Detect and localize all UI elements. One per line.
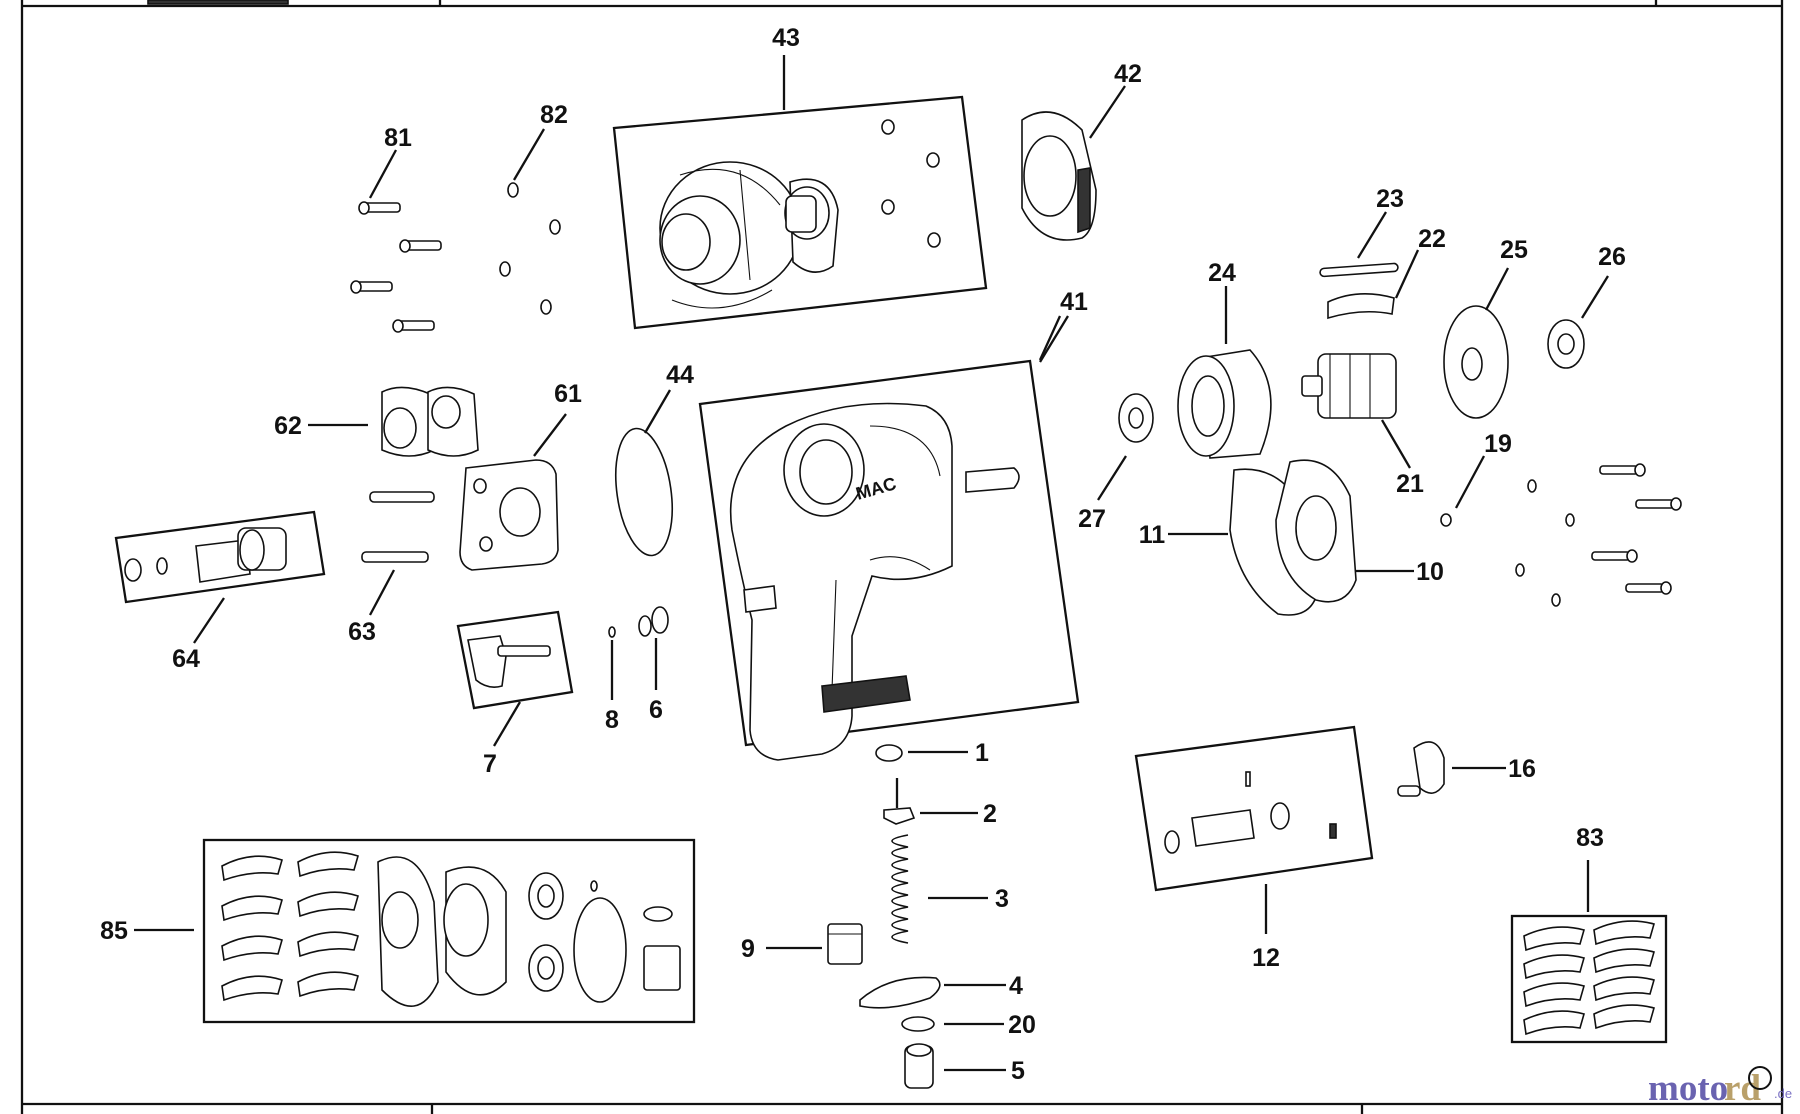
part-85-service-kit	[202, 838, 696, 1024]
part-42-back-plate	[1021, 111, 1097, 241]
callout-16: 16	[1508, 755, 1536, 783]
callout-43: 43	[772, 24, 800, 52]
callout-24: 24	[1208, 259, 1236, 287]
callout-64: 64	[172, 645, 200, 673]
part-21-rotor	[1301, 353, 1397, 419]
part-10-rear-cover	[1275, 459, 1357, 603]
part-5-inlet-bushing	[904, 1043, 934, 1089]
callout-19: 19	[1484, 430, 1512, 458]
part-19-plug	[1440, 513, 1452, 527]
callout-11: 11	[1139, 521, 1166, 549]
part-8-seal	[608, 626, 616, 638]
callout-23: 23	[1376, 185, 1404, 213]
part-43-housing-kit	[612, 95, 988, 330]
right-screws-washers	[1515, 463, 1682, 607]
part-12-reverse-valve-kit	[1134, 725, 1374, 892]
watermark-part1: moto	[1648, 1068, 1728, 1109]
callout-21: 21	[1396, 470, 1424, 498]
callout-22: 22	[1418, 225, 1446, 253]
part-82-washers	[499, 182, 561, 315]
callout-44: 44	[666, 361, 694, 389]
callout-12: 12	[1252, 944, 1280, 972]
callout-10: 10	[1416, 558, 1444, 586]
callout-27: 27	[1078, 505, 1106, 533]
callout-4: 4	[1009, 972, 1023, 1000]
part-20-o-ring	[901, 1016, 935, 1032]
callout-1: 1	[975, 739, 989, 767]
part-4-deflector	[859, 976, 941, 1009]
callout-5: 5	[1011, 1057, 1025, 1085]
part-62-hammer-cage	[381, 386, 479, 457]
callout-25: 25	[1500, 236, 1528, 264]
callout-81: 81	[384, 124, 412, 152]
part-9-filter	[827, 923, 863, 965]
callout-7: 7	[483, 750, 497, 778]
part-24-cylinder	[1177, 349, 1272, 459]
part-63-pins	[361, 491, 435, 563]
part-6-bushing	[638, 606, 669, 637]
part-25-end-plate	[1443, 305, 1509, 419]
callout-82: 82	[540, 101, 568, 129]
part-3-spring	[891, 834, 909, 944]
part-44-o-ring	[615, 427, 673, 557]
callout-63: 63	[348, 618, 376, 646]
part-41-main-housing: MAC	[698, 359, 1080, 761]
part-61-hammer-frame	[459, 459, 559, 571]
watermark-logo: moto rd .de	[1648, 1066, 1792, 1109]
callout-83: 83	[1576, 824, 1604, 852]
page-border	[20, 0, 1784, 1114]
part-1-seal	[875, 744, 903, 762]
callout-62: 62	[274, 412, 302, 440]
callout-42: 42	[1114, 60, 1142, 88]
callout-85: 85	[100, 917, 128, 945]
part-22-vane	[1327, 293, 1395, 320]
callout-2: 2	[983, 800, 997, 828]
callout-26: 26	[1598, 243, 1626, 271]
part-64-anvil-kit	[114, 510, 326, 604]
callout-9: 9	[741, 935, 755, 963]
part-26-bearing	[1547, 319, 1585, 369]
callout-6: 6	[649, 696, 663, 724]
part-23-pin	[1319, 262, 1399, 278]
callout-8: 8	[605, 706, 619, 734]
callout-20: 20	[1008, 1011, 1036, 1039]
watermark-suffix: .de	[1774, 1086, 1792, 1101]
part-16-reverse-knob	[1397, 741, 1445, 797]
part-83-vane-kit	[1510, 914, 1668, 1044]
callout-61: 61	[554, 380, 582, 408]
part-7-trigger-kit	[456, 610, 574, 710]
callout-3: 3	[995, 885, 1009, 913]
part-81-screws	[350, 201, 442, 333]
callout-41: 41	[1060, 288, 1088, 316]
part-2-valve-stem	[883, 778, 916, 825]
part-27-bearing	[1118, 393, 1154, 443]
